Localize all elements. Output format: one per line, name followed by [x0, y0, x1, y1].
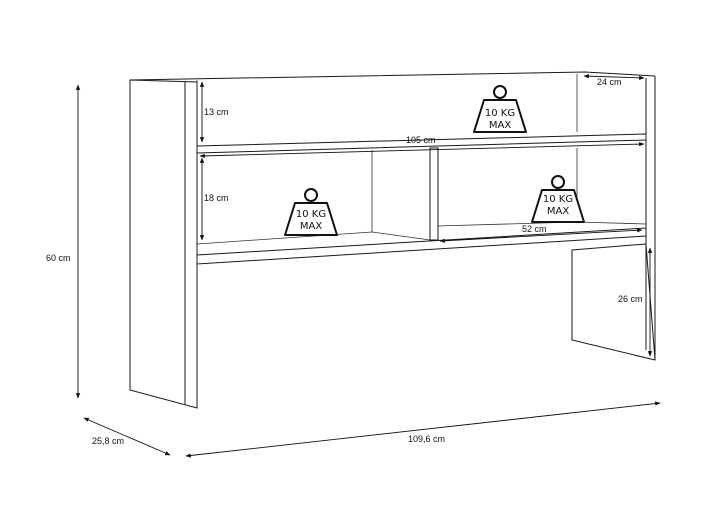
top-back-edge	[129, 71, 656, 81]
depth-dimension-line	[83, 417, 171, 456]
load-badge-right: 10 KG MAX	[531, 175, 585, 223]
leg-height-label: 26 cm	[618, 294, 643, 304]
middle-clearance-label: 18 cm	[204, 193, 229, 203]
weight-icon	[473, 85, 527, 133]
width-dimension-line	[185, 401, 661, 458]
top-clearance-label: 13 cm	[204, 107, 229, 117]
height-label: 60 cm	[46, 253, 71, 263]
shelf-structure	[129, 71, 656, 409]
lower-left-back-line	[196, 231, 431, 245]
top-depth-label: 24 cm	[597, 77, 622, 87]
shelf-width-label: 105 cm	[406, 135, 436, 145]
load-badge-line1: 10 KG	[543, 194, 573, 205]
load-badge-line1: 10 KG	[296, 209, 326, 220]
depth-label: 25,8 cm	[92, 436, 124, 446]
top-depth-dimension-line	[583, 74, 645, 80]
load-badge-line2: MAX	[489, 120, 511, 131]
weight-icon	[531, 175, 585, 223]
dimension-labels: 60 cm 25,8 cm 109,6 cm 24 cm 13 cm 105 c…	[46, 77, 643, 446]
center-divider	[429, 147, 439, 241]
width-label: 109,6 cm	[408, 434, 445, 444]
load-badge-left: 10 KG MAX	[284, 188, 338, 236]
dimension-lines	[75, 74, 661, 458]
load-badge-line2: MAX	[300, 221, 322, 232]
load-badge-line1: 10 KG	[485, 108, 515, 119]
load-badge-top: 10 KG MAX	[473, 85, 527, 133]
left-side-panel	[129, 79, 198, 409]
shelf-width-dimension-line	[199, 141, 645, 159]
weight-icon	[284, 188, 338, 236]
load-badge-line2: MAX	[547, 206, 569, 217]
compartment-width-dimension-line	[439, 228, 643, 243]
compartment-width-label: 52 cm	[522, 224, 547, 234]
right-leg-panel	[571, 243, 656, 361]
